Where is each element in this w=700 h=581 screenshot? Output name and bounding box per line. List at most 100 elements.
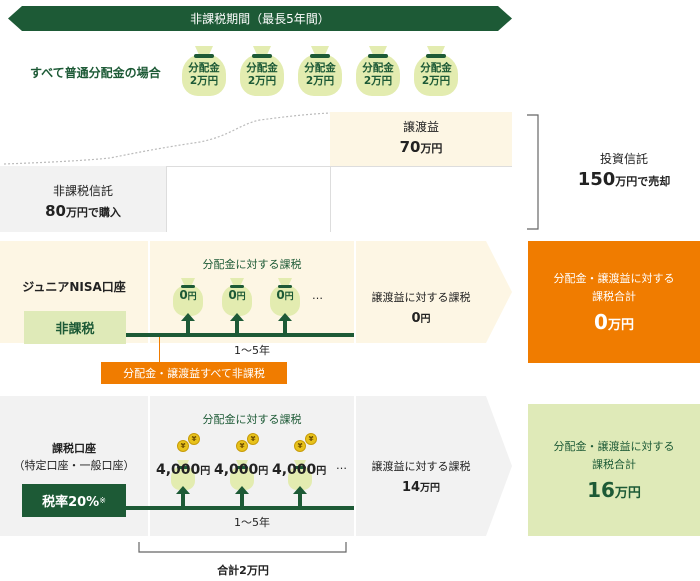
trust-amount: 80万円で購入 — [45, 201, 121, 220]
taxable-dividend-number: 4,000 — [156, 462, 201, 478]
bag-neck — [278, 278, 292, 287]
coin-icon: ¥ — [305, 433, 317, 445]
chart-area: 譲渡益 70万円 非課税信託 80万円で購入 — [0, 112, 512, 232]
junior-dividend-number: 0 — [276, 288, 285, 302]
bag-body — [414, 54, 458, 96]
bag-body — [356, 54, 400, 96]
gain-box-text: 譲渡益 70万円 — [330, 118, 512, 156]
trust-unit: 万円で購入 — [65, 206, 121, 219]
period-label: 非課税期間（最長5年間） — [190, 12, 330, 26]
bag-body — [222, 285, 252, 316]
coin-icon: ¥ — [236, 440, 248, 452]
junior-arrow — [230, 313, 244, 334]
bag-body — [298, 54, 342, 96]
junior-total-unit: 万円 — [607, 318, 634, 333]
callout-line — [159, 337, 160, 363]
junior-total-title-2: 課税合計 — [592, 290, 636, 303]
bag-neck — [181, 278, 195, 287]
trust-number: 80 — [45, 202, 66, 220]
taxable-total-title-1: 分配金・譲渡益に対する — [553, 440, 675, 453]
sell-number: 150 — [577, 169, 616, 190]
taxable-gain-tax-number: 14 — [401, 480, 421, 495]
bag-tie — [181, 285, 195, 288]
dividend-bag-line2: 2万円 — [247, 75, 277, 87]
bag-body — [240, 54, 284, 96]
junior-arrow — [278, 313, 292, 334]
taxable-gain-tax-unit: 万円 — [420, 483, 441, 494]
coin-icon: ¥ — [294, 440, 306, 452]
taxable-account-label-1: 課税口座 — [52, 442, 96, 455]
bag-tie — [278, 285, 292, 288]
junior-gain-tax-unit: 円 — [420, 314, 431, 325]
taxable-timeline — [126, 506, 354, 510]
junior-badge: 非課税 — [24, 311, 126, 344]
taxable-dividend-unit: 円 — [258, 466, 269, 477]
divider — [166, 166, 167, 232]
period-arrow: 非課税期間（最長5年間） — [8, 6, 512, 31]
taxable-badge: 税率20%※ — [22, 484, 126, 517]
dividend-bag-line2: 2万円 — [305, 75, 335, 87]
gain-number: 70 — [399, 138, 421, 156]
dividend-bag-line1: 分配金 — [246, 62, 278, 74]
junior-dividend-unit: 円 — [284, 292, 294, 302]
taxable-dividend-value: 4,000円 — [214, 459, 268, 478]
sell-amount: 150万円で売却 — [578, 169, 671, 190]
junior-row-bg — [0, 241, 512, 343]
junior-arrow — [181, 313, 195, 334]
bag-tie — [236, 466, 248, 469]
taxable-dividend-unit: 円 — [200, 466, 211, 477]
dividend-bag-line1: 分配金 — [362, 62, 394, 74]
divider — [330, 166, 331, 232]
taxable-period: 1～5年 — [234, 516, 270, 529]
junior-dividend-tax-title: 分配金に対する課税 — [202, 258, 302, 271]
bag-tie — [194, 54, 214, 58]
taxable-arrow — [176, 486, 190, 507]
taxable-total-unit: 万円 — [614, 486, 641, 501]
junior-total-number: 0 — [594, 310, 608, 334]
trust-box-text: 非課税信託 80万円で購入 — [0, 182, 166, 220]
junior-gain-tax-value: 0円 — [411, 307, 430, 326]
junior-total-title-1: 分配金・譲渡益に対する — [553, 272, 675, 285]
bag-tie — [426, 54, 446, 58]
taxable-badge-note: ※ — [99, 496, 106, 505]
junior-row — [0, 241, 512, 343]
bag-tie — [252, 54, 272, 58]
taxable-gain-tax-value: 14万円 — [402, 476, 440, 495]
taxable-account-label: 課税口座 （特定口座・一般口座） — [0, 440, 148, 473]
junior-dividend-number: 0 — [179, 288, 188, 302]
bag-neck — [177, 460, 189, 468]
taxable-dividend-unit: 円 — [316, 466, 327, 477]
gain-title: 譲渡益 — [402, 120, 439, 134]
bag-neck — [230, 278, 244, 287]
junior-gain-tax: 譲渡益に対する課税 0円 — [356, 289, 486, 326]
junior-dividend-number: 0 — [228, 288, 237, 302]
bag-body — [270, 285, 300, 316]
taxable-dividend-number: 4,000 — [272, 462, 317, 478]
taxable-total-box: 分配金・譲渡益に対する 課税合計 16万円 — [528, 404, 700, 536]
sell-title: 投資信託 — [599, 152, 648, 166]
bag-tie — [294, 466, 306, 469]
junior-gain-tax-title: 譲渡益に対する課税 — [371, 291, 471, 304]
bag-neck — [236, 460, 248, 468]
taxable-dividend-number: 4,000 — [214, 462, 259, 478]
junior-period: 1～5年 — [234, 344, 270, 357]
junior-callout: 分配金・譲渡益すべて非課税 — [101, 362, 287, 384]
junior-dividend-value: 0円 — [171, 289, 205, 304]
bracket-right — [527, 114, 539, 230]
taxable-dividend-bag — [286, 458, 314, 490]
taxable-gain-tax-title: 譲渡益に対する課税 — [371, 460, 471, 473]
bag-body — [182, 54, 226, 96]
junior-total-value: 0万円 — [594, 310, 634, 334]
sell-unit: 万円で売却 — [615, 175, 671, 188]
bracket-bottom — [138, 542, 347, 553]
period-arrow-shape — [8, 6, 512, 31]
dividend-bag-line1: 分配金 — [188, 62, 220, 74]
taxable-account-label-2: （特定口座・一般口座） — [13, 459, 135, 472]
